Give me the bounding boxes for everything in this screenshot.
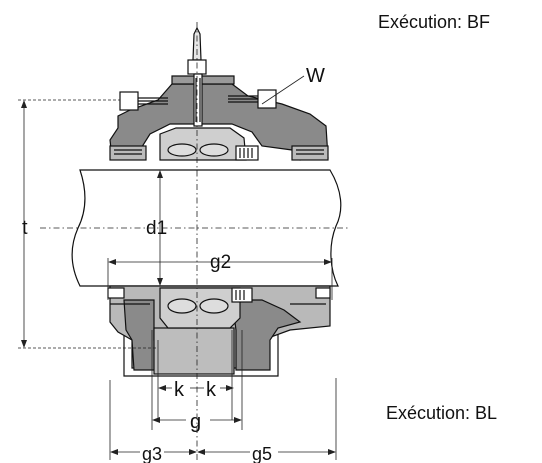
- label-w: W: [306, 65, 325, 87]
- label-g3: g3: [142, 444, 162, 463]
- label-g: g: [190, 411, 201, 433]
- centerlines: [40, 22, 350, 460]
- label-g5: g5: [252, 444, 272, 463]
- label-k-right: k: [206, 379, 217, 401]
- lower-housing-bl: [107, 285, 331, 377]
- label-d1: d1: [146, 218, 167, 239]
- upper-housing-bf: [109, 26, 329, 161]
- label-k-left: k: [174, 379, 185, 401]
- dimension-lines: [18, 75, 337, 460]
- label-t: t: [22, 217, 28, 239]
- caption-execution-bf: Exécution: BF: [378, 12, 491, 32]
- caption-execution-bl: Exécution: BL: [386, 403, 498, 423]
- dimension-labels: W t d1 g2 k k g g3 g5: [22, 65, 325, 463]
- label-g2: g2: [210, 252, 231, 273]
